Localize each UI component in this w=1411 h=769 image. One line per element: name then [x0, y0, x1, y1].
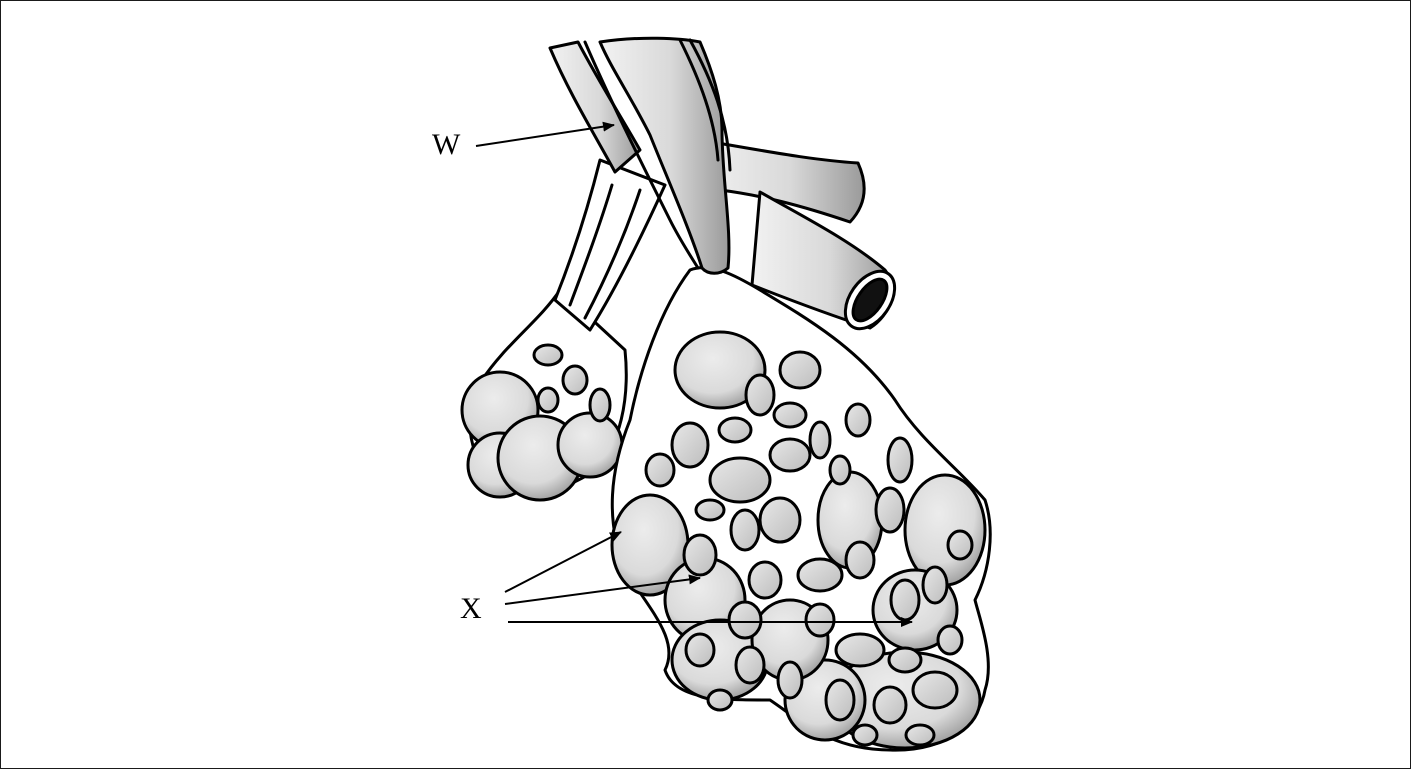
small-alveolar-sac [462, 290, 626, 500]
label-x: X [460, 594, 482, 624]
label-w: W [432, 130, 460, 160]
leader-x-1 [505, 532, 621, 592]
